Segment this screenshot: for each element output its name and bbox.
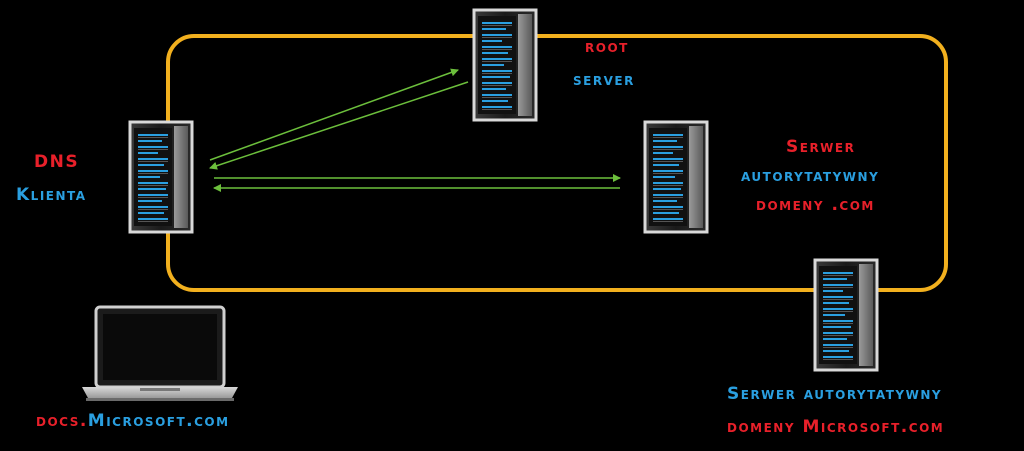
com-label-line2: autorytatywny [741, 166, 880, 186]
client-label-line1: DNS [34, 152, 80, 172]
response-arrow-from-root [209, 81, 469, 170]
com-label-line1: Serwer [786, 137, 856, 157]
laptop-domain-name: Microsoft.com [87, 411, 230, 431]
client-label-line2: Klienta [16, 185, 87, 205]
laptop-domain-label: docs.Microsoft.com [36, 411, 230, 431]
com-label-line3: domeny .com [756, 195, 875, 215]
query-arrow-to-root [209, 68, 459, 161]
microsoft-label-line1: Serwer autorytatywny [727, 384, 943, 404]
microsoft-authoritative-server-icon [813, 258, 879, 372]
dns-client-server-icon [128, 120, 194, 234]
laptop-domain-subdomain: docs. [36, 411, 88, 431]
laptop-icon [82, 305, 238, 401]
resolver-boundary [166, 34, 948, 292]
root-label-line1: root [585, 37, 629, 57]
root-label-line2: server [573, 70, 635, 90]
microsoft-label-line2: domeny Microsoft.com [727, 417, 945, 437]
root-server-icon [472, 8, 538, 122]
com-authoritative-server-icon [643, 120, 709, 234]
